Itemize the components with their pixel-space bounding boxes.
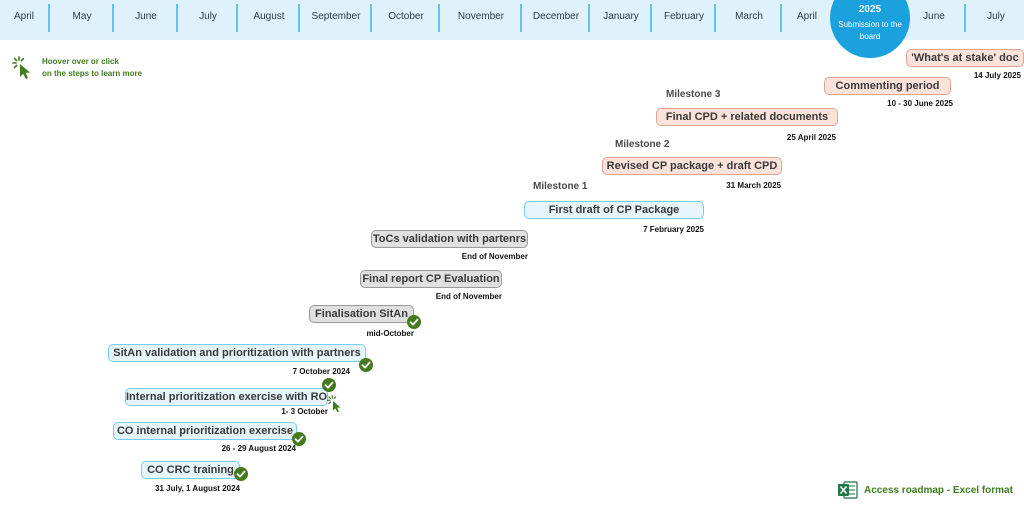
milestone-3: Milestone 3 — [666, 89, 721, 100]
excel-icon — [838, 481, 858, 499]
date-revised-cp-package: 31 March 2025 — [726, 181, 781, 190]
date-first-draft-cp-package: 7 February 2025 — [643, 225, 704, 234]
submission-to-board-badge[interactable]: 2025 Submission to the board — [830, 0, 910, 58]
step-final-report-cp-evaluation[interactable]: Final report CP Evaluation — [360, 270, 502, 288]
month-december: December — [520, 4, 590, 32]
step-sitan-validation[interactable]: SitAn validation and prioritization with… — [108, 344, 366, 362]
month-april: April — [13, 11, 34, 22]
step-first-draft-cp-package[interactable]: First draft of CP Package — [524, 201, 704, 219]
date-final-cpd: 25 April 2025 — [786, 133, 836, 142]
date-co-internal-prioritization: 26 - 29 August 2024 — [221, 444, 296, 453]
step-finalisation-sitan[interactable]: Finalisation SitAn — [309, 305, 414, 323]
milestone-1: Milestone 1 — [533, 181, 588, 192]
month-september: September — [298, 4, 372, 32]
step-internal-prioritization-ro[interactable]: Internal prioritization exercise with RO — [125, 388, 328, 406]
date-commenting-period: 10 - 30 June 2025 — [887, 99, 953, 108]
milestone-2: Milestone 2 — [615, 139, 670, 150]
month-july: July — [176, 4, 238, 32]
month-january: January — [588, 4, 652, 32]
step-final-cpd[interactable]: Final CPD + related documents — [656, 108, 838, 126]
check-icon — [234, 467, 248, 481]
step-revised-cp-package[interactable]: Revised CP package + draft CPD — [602, 157, 782, 175]
hint-line-2: on the steps to learn more — [42, 69, 143, 78]
date-whats-at-stake: 14 July 2025 — [973, 71, 1021, 80]
step-tocs-validation[interactable]: ToCs validation with partenrs — [371, 230, 528, 248]
hint-line-1: Hoover over or click — [42, 57, 119, 66]
excel-link-label: Access roadmap - Excel format — [864, 484, 1013, 496]
date-co-crc-training: 31 July, 1 August 2024 — [155, 484, 240, 493]
date-sitan-validation: 7 October 2024 — [292, 367, 350, 376]
submission-label: Submission to the board — [838, 20, 902, 41]
check-icon — [407, 315, 421, 329]
date-final-report-cp-evaluation: End of November — [435, 292, 502, 301]
submission-year: 2025 — [858, 4, 882, 15]
date-finalisation-sitan: mid-October — [366, 329, 414, 338]
step-co-internal-prioritization[interactable]: CO internal prioritization exercise — [113, 422, 297, 440]
check-icon — [322, 378, 336, 392]
month-july-2025: July — [964, 4, 1024, 32]
step-co-crc-training[interactable]: CO CRC training — [141, 461, 240, 479]
month-april-2025: April — [780, 4, 832, 32]
month-november: November — [438, 4, 522, 32]
step-commenting-period[interactable]: Commenting period — [824, 77, 951, 95]
hint: Hoover over or click on the steps to lea… — [12, 56, 142, 80]
date-internal-prioritization-ro: 1- 3 October — [281, 407, 328, 416]
month-march: March — [714, 4, 782, 32]
check-icon — [359, 358, 373, 372]
month-august: August — [236, 4, 300, 32]
step-whats-at-stake[interactable]: 'What's at stake' doc — [906, 49, 1024, 67]
date-tocs-validation: End of November — [461, 252, 528, 261]
month-june: June — [112, 4, 178, 32]
check-icon — [292, 432, 306, 446]
click-cursor-icon — [327, 395, 341, 413]
month-may: May — [48, 4, 114, 32]
month-february: February — [650, 4, 716, 32]
click-cursor-icon — [12, 56, 30, 79]
excel-roadmap-link[interactable]: Access roadmap - Excel format — [838, 481, 1013, 499]
month-october: October — [370, 4, 440, 32]
